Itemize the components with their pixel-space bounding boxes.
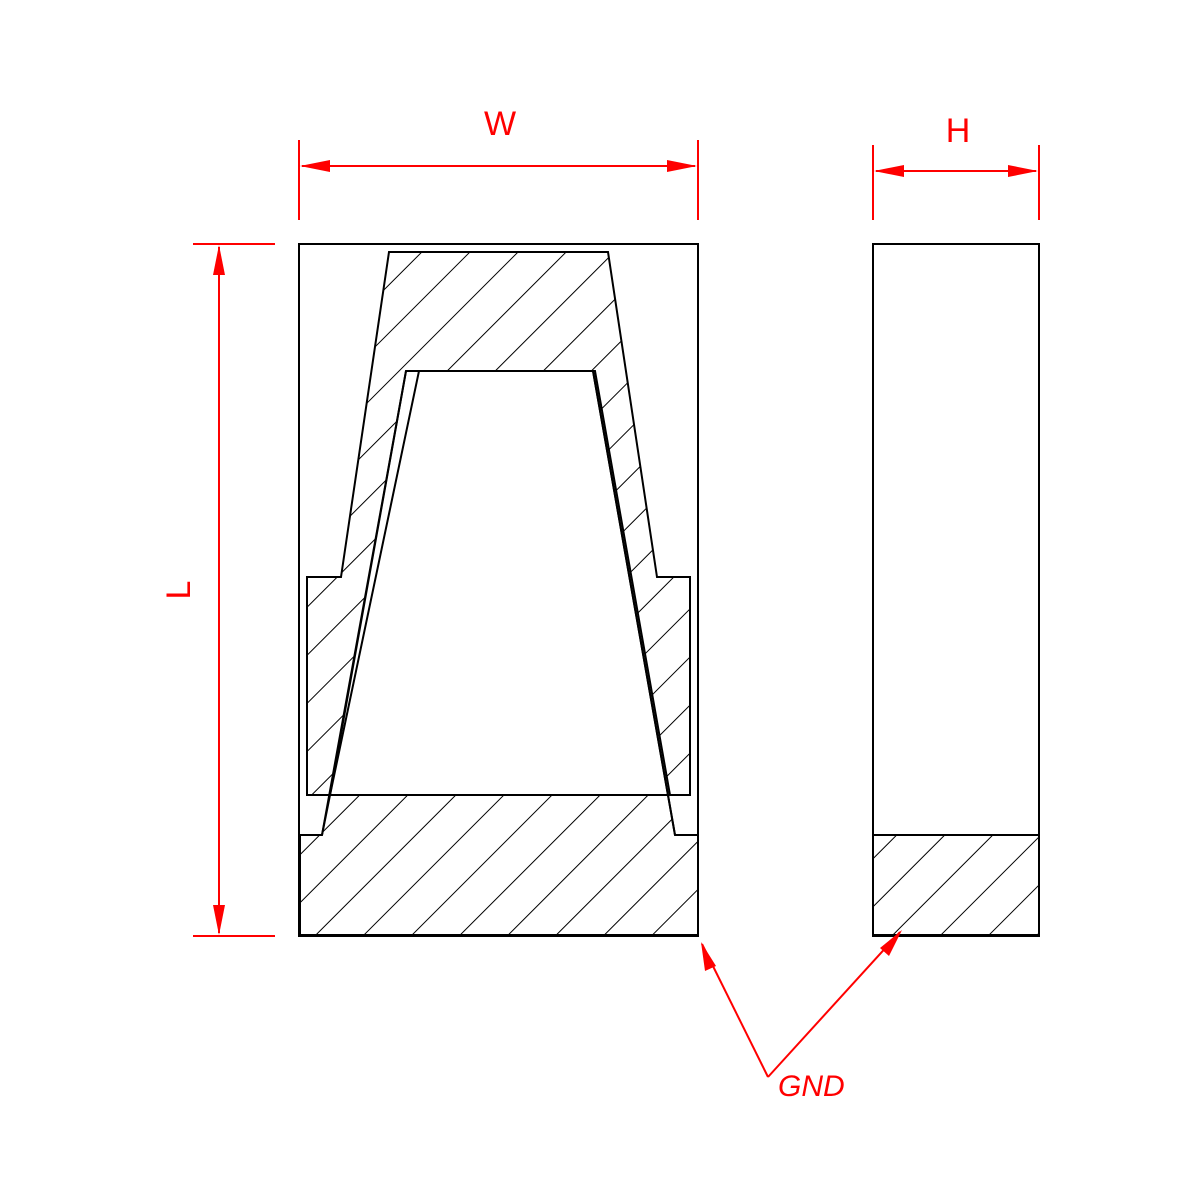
arrowhead-right (1008, 165, 1038, 177)
inner-slot-edges (321, 370, 676, 836)
arrowhead-left (874, 165, 904, 177)
ground-block (299, 794, 699, 936)
arrowhead-gnd-left (701, 942, 716, 971)
length-label: L (160, 581, 198, 600)
arrowhead-top (213, 245, 225, 275)
arrowhead-left (300, 160, 330, 172)
ground-label: GND (778, 1070, 845, 1103)
side-board-outline (872, 243, 1040, 937)
side-view (872, 243, 1040, 937)
dimension-length: L (160, 243, 275, 937)
side-ground-block (872, 834, 1040, 936)
dimension-width: W (298, 105, 699, 220)
front-view (298, 243, 699, 937)
arrowhead-bottom (213, 905, 225, 935)
height-label: H (946, 112, 971, 150)
arrowhead-right (667, 160, 697, 172)
ground-callout: GND (701, 930, 902, 1103)
arrowhead-gnd-right (880, 930, 902, 956)
width-label: W (484, 105, 516, 143)
radiator-patch (306, 251, 691, 796)
front-board-outline (298, 243, 699, 937)
dimension-height: H (872, 112, 1040, 220)
